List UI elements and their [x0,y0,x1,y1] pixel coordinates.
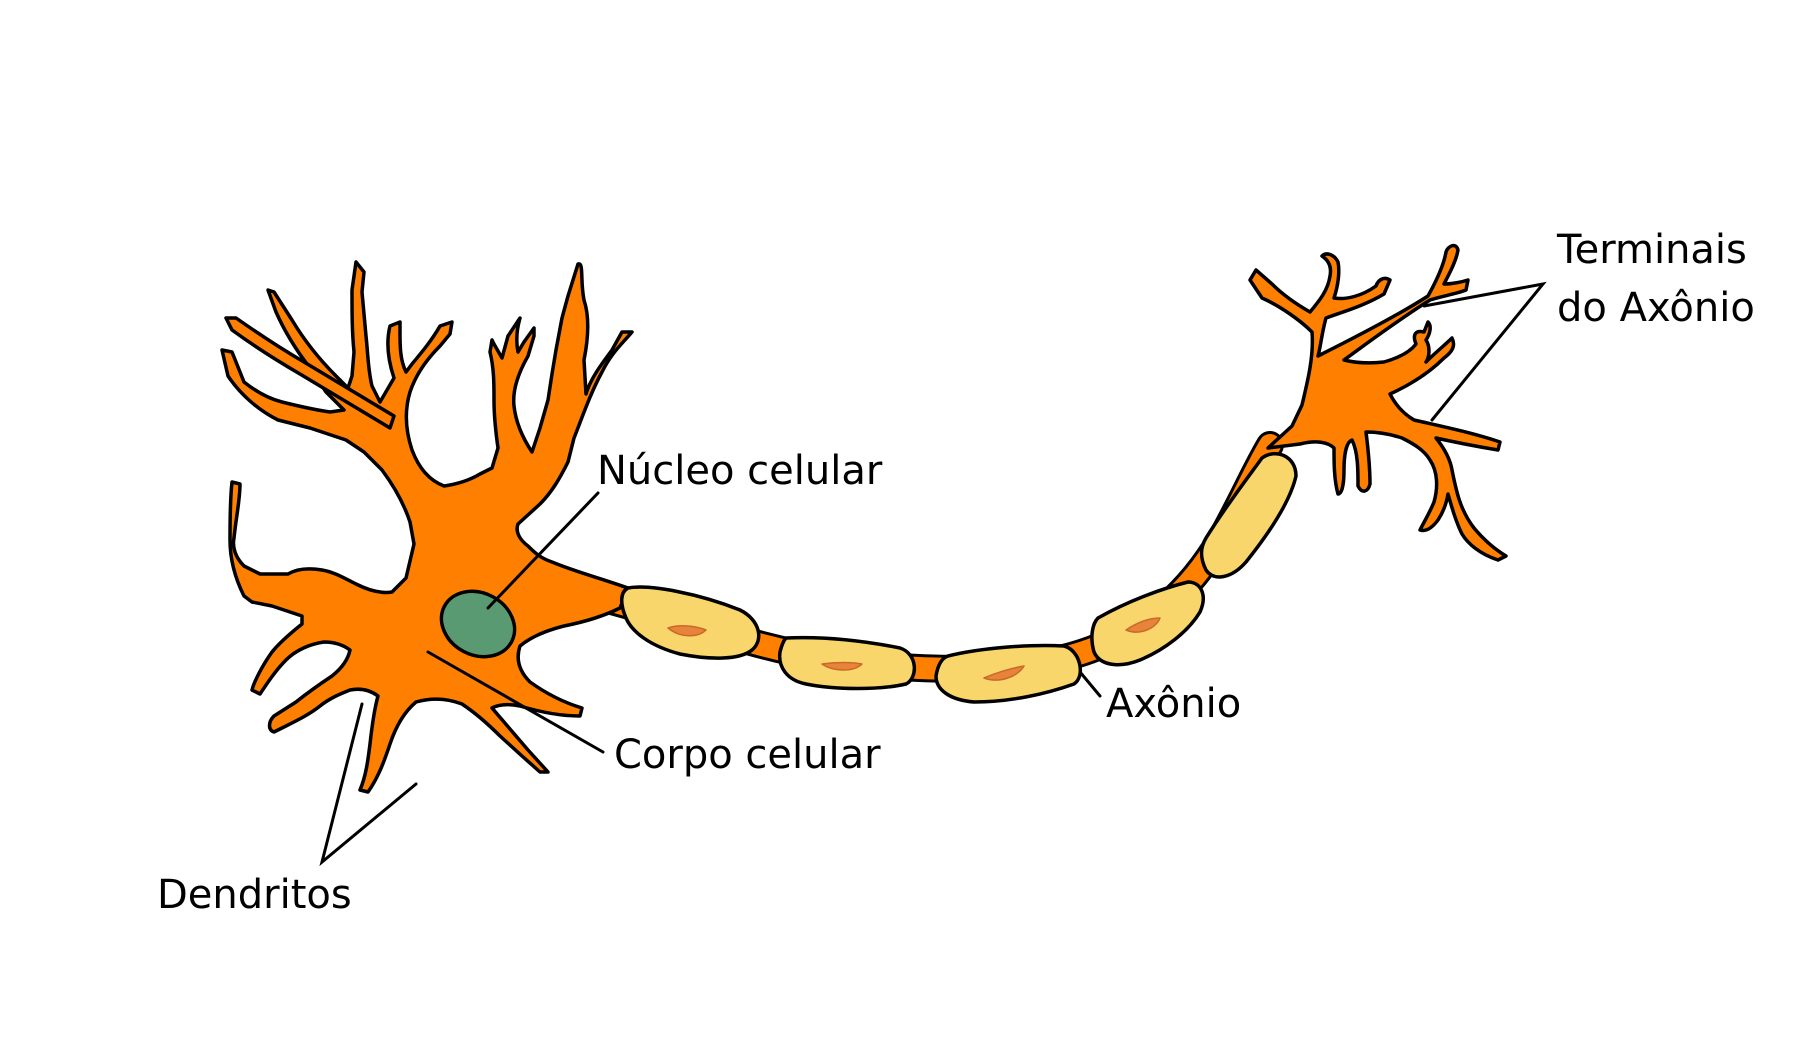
label-corpo-celular: Corpo celular [614,732,881,778]
cell-nucleus [439,589,517,659]
leader-nucleo [486,491,600,610]
leader-lines [319,281,1547,867]
neuron [220,243,1508,794]
leader-terminais [1422,281,1547,422]
leader-dendritos [319,702,418,867]
myelin-segment-1 [620,585,761,660]
label-terminais-do-axonio: Terminais do Axônio [1557,221,1755,337]
label-nucleo-celular: Núcleo celular [597,448,883,494]
label-axonio: Axônio [1106,681,1242,727]
label-dendritos: Dendritos [157,872,352,918]
schwann-nucleus-3 [983,665,1025,681]
leader-corpo [426,650,605,754]
leader-axonio [1078,670,1102,698]
dendrite-branch [224,316,396,430]
label-terminais-line2: do Axônio [1557,285,1755,331]
cell-body [220,260,634,794]
schwann-nucleus-4 [1125,617,1161,633]
schwann-nucleus-1 [667,625,707,637]
label-terminais-line1: Terminais [1557,227,1747,273]
schwann-nucleus-2 [821,661,863,671]
schwann-nuclei [667,617,1161,681]
axon-terminals [1248,243,1508,562]
myelin-segment-5 [1199,452,1298,579]
